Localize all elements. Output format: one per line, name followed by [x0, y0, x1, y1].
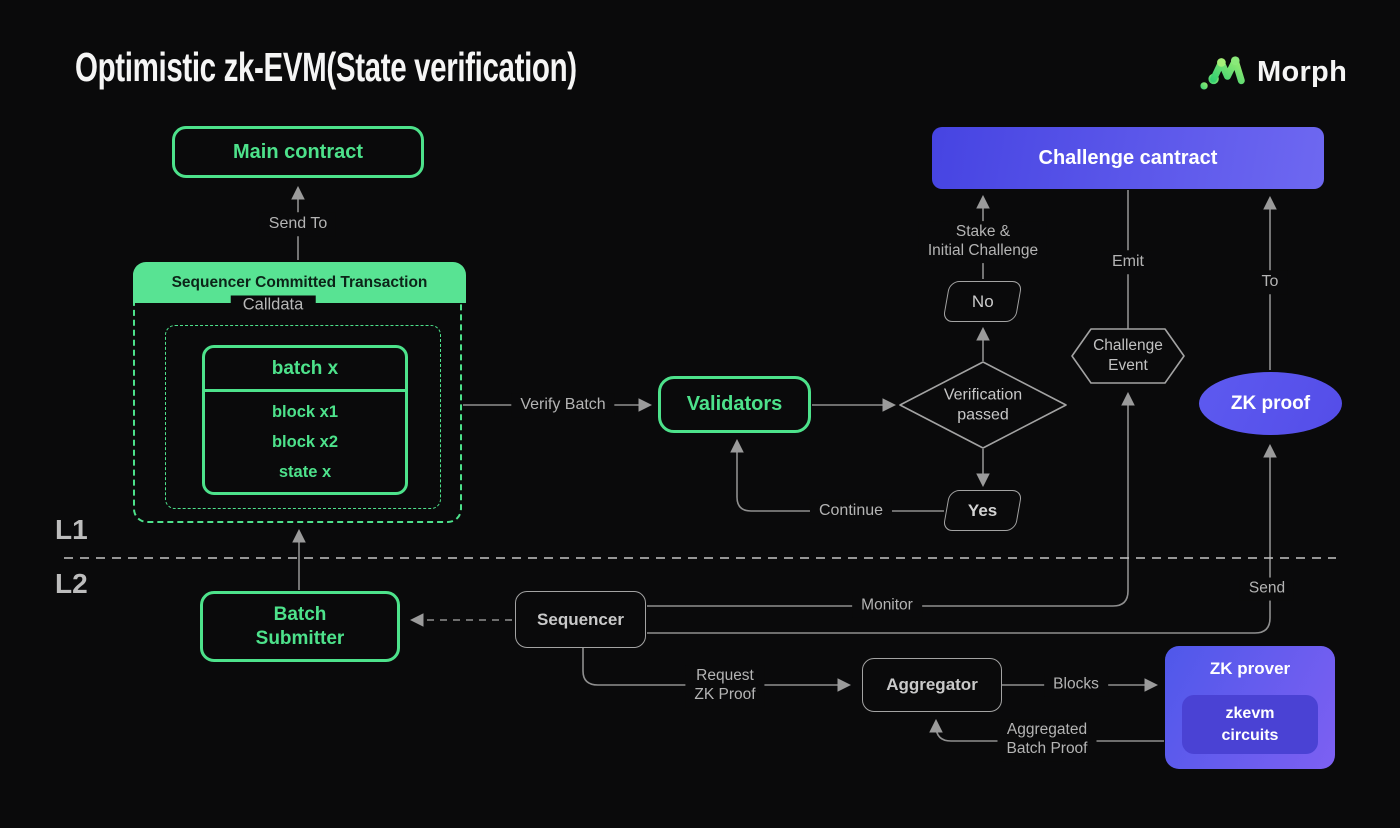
- brand-name: Morph: [1257, 55, 1348, 88]
- edge-label-monitor: Monitor: [852, 594, 922, 618]
- batch-submitter-line1: Batch: [273, 603, 327, 625]
- brand-logo: Morph: [1198, 50, 1347, 94]
- challenge-event-line1: Challenge: [1093, 337, 1163, 355]
- zkevm-circuits-node: zkevm circuits: [1182, 695, 1318, 754]
- batch-submitter-node: Batch Submitter: [200, 591, 400, 662]
- edge-label-verify-batch: Verify Batch: [511, 393, 615, 417]
- edge-label-to: To: [1252, 270, 1288, 294]
- layer-l2-label: L2: [55, 568, 88, 599]
- zk-prover-node: ZK prover zkevm circuits: [1165, 646, 1335, 769]
- decision-line2: passed: [957, 407, 1009, 424]
- calldata-box: [165, 325, 441, 509]
- challenge-contract-node: Challenge cantract: [932, 127, 1324, 189]
- batch-row-block-x1: block x1: [271, 403, 339, 421]
- zkevm-circuits-line2: circuits: [1221, 726, 1279, 744]
- yes-label: Yes: [967, 500, 998, 520]
- batch-row-block-x2: block x2: [271, 433, 339, 451]
- validators-node: Validators: [658, 376, 811, 433]
- edge-label-send: Send: [1239, 577, 1295, 601]
- zk-proof-node: ZK proof: [1199, 372, 1342, 435]
- sequencer-committed-transaction-node: Sequencer Committed Transaction Calldata…: [133, 262, 466, 523]
- edge-label-stake-line1: Stake &: [955, 223, 1011, 241]
- sct-header-label: Sequencer Committed Transaction: [171, 273, 428, 291]
- zk-proof-label: ZK proof: [1230, 392, 1311, 414]
- edge-label-aggregated-batchproof: Aggregated Batch Proof: [997, 719, 1097, 761]
- aggregator-node: Aggregator: [862, 658, 1002, 712]
- page-title: Optimistic zk-EVM(State verification): [75, 44, 577, 90]
- edge-monitor: [647, 391, 1135, 607]
- challenge-contract-label: Challenge cantract: [1038, 146, 1218, 169]
- edge-label-request-zkproof: Request ZK Proof: [685, 665, 765, 707]
- edge-label-send-to: Send To: [259, 212, 337, 236]
- challenge-event-label: Challenge Event: [1093, 336, 1163, 376]
- edge-label-request-line2: ZK Proof: [694, 686, 756, 703]
- edge-send: [647, 443, 1277, 634]
- main-contract-node: Main contract: [172, 126, 424, 178]
- no-label: No: [971, 291, 994, 311]
- zkevm-circuits-line1: zkevm: [1225, 704, 1275, 722]
- sequencer-node: Sequencer: [515, 591, 646, 648]
- edge-continue: [730, 438, 944, 512]
- edge-label-blocks: Blocks: [1044, 673, 1108, 697]
- yes-node: Yes: [942, 490, 1023, 531]
- batch-row-state-x: state x: [278, 463, 332, 481]
- edge-label-stake: Stake & Initial Challenge: [918, 221, 1048, 263]
- decision-diamond: [899, 361, 1067, 449]
- no-node: No: [942, 281, 1023, 322]
- edge-label-request-line1: Request: [696, 667, 754, 685]
- morph-icon: [1200, 56, 1245, 90]
- calldata-label: Calldata: [230, 295, 316, 315]
- challenge-event-hexagon: [1071, 328, 1185, 384]
- sequencer-label: Sequencer: [537, 609, 624, 629]
- batch-title: batch x: [205, 348, 405, 392]
- zk-prover-label: ZK prover: [1209, 659, 1291, 678]
- main-contract-label: Main contract: [232, 140, 364, 163]
- decision-label: Verification passed: [944, 386, 1022, 427]
- challenge-event-line2: Event: [1108, 357, 1148, 374]
- edge-label-emit: Emit: [1103, 250, 1153, 274]
- edge-aggregated-batchproof: [929, 718, 1164, 742]
- validators-label: Validators: [686, 393, 783, 415]
- batch-submitter-line2: Submitter: [255, 627, 345, 649]
- edge-label-aggregated-line1: Aggregated: [1006, 721, 1088, 739]
- edge-label-continue: Continue: [809, 499, 893, 523]
- aggregator-label: Aggregator: [886, 675, 978, 694]
- edge-request-zkproof: [582, 648, 852, 692]
- layer-l1-label: L1: [55, 514, 88, 545]
- edge-label-stake-line2: Initial Challenge: [927, 242, 1039, 259]
- batch-node: batch x block x1 block x2 state x: [202, 345, 408, 495]
- edge-label-aggregated-line2: Batch Proof: [1006, 740, 1088, 757]
- decision-line1: Verification: [943, 386, 1023, 404]
